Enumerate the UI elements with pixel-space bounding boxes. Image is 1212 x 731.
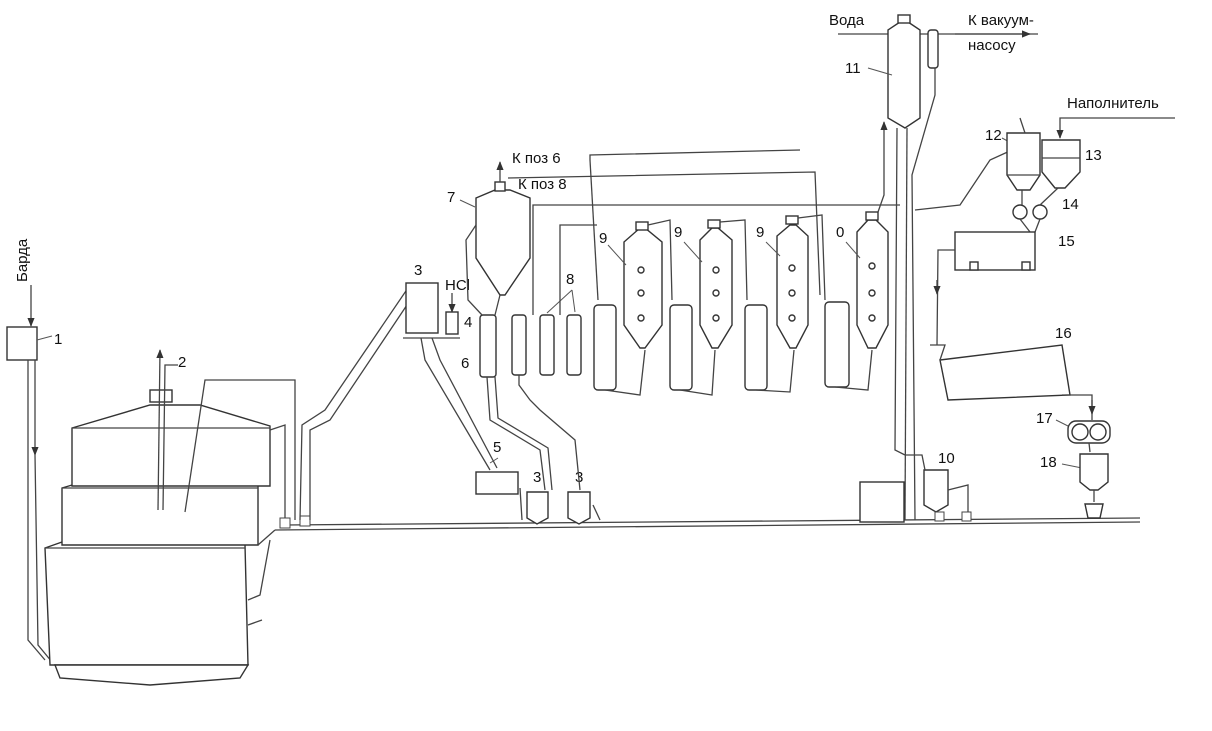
hoppers-12-13: Наполнитель 12 13 14: [985, 95, 1175, 233]
item-number-8: 8: [566, 271, 574, 288]
to-vacuum-label-2: насосу: [968, 37, 1016, 54]
tanks-3-bottom: 3 3: [519, 469, 601, 525]
feed-pipe-to-tank-3: [299, 284, 416, 521]
mixer-15: 15: [933, 231, 1075, 346]
tank-3-top: 3 HCl 4: [403, 262, 498, 471]
hcl-label: HCl: [445, 277, 470, 294]
item-number-17: 17: [1036, 410, 1053, 427]
item-number-13: 13: [1085, 147, 1102, 164]
item-number-2: 2: [178, 354, 186, 371]
item-number-9b: 9: [674, 224, 682, 241]
feed-tank-1: Барда 1: [6, 238, 62, 663]
item-number-9a: 9: [599, 230, 607, 247]
item-number-16: 16: [1055, 325, 1072, 342]
dryer-16: 16: [930, 325, 1096, 420]
evaporator-train-9: 9 9 9 0: [507, 121, 889, 396]
item-number-12: 12: [985, 127, 1002, 144]
to-pos6-label: К поз 6: [512, 150, 561, 167]
item-number-9d: 0: [836, 224, 844, 241]
condenser-11: Вода К вакуум- насосу 11: [829, 12, 1038, 521]
separator-7: 7 К поз 6 К поз 8: [447, 150, 567, 316]
item-number-3a: 3: [414, 262, 422, 279]
to-vacuum-label-1: К вакуум-: [968, 12, 1034, 29]
to-pos8-label: К поз 8: [518, 176, 567, 193]
item-number-1: 1: [54, 331, 62, 348]
item-number-10: 10: [938, 450, 955, 467]
item-number-18: 18: [1040, 454, 1057, 471]
item-number-9c: 9: [756, 224, 764, 241]
item-number-6: 6: [461, 355, 469, 372]
bagging-18: 18: [1040, 453, 1109, 519]
collector-10: 10: [859, 450, 972, 523]
item-number-3b: 3: [533, 469, 541, 486]
barda-label: Барда: [14, 238, 31, 282]
column-6: 6: [461, 314, 553, 491]
granulator-17: 17: [1036, 410, 1111, 453]
item-number-15: 15: [1058, 233, 1075, 250]
fermentation-vats-2: 2: [44, 349, 311, 686]
water-label: Вода: [829, 12, 865, 29]
item-number-7: 7: [447, 189, 455, 206]
filler-label: Наполнитель: [1067, 95, 1159, 112]
item-number-5: 5: [493, 439, 501, 456]
pump-5: 5: [475, 439, 519, 495]
item-number-4: 4: [464, 314, 472, 331]
item-number-11: 11: [845, 60, 861, 77]
heat-exchangers-8: 8: [511, 204, 900, 491]
item-number-14: 14: [1062, 196, 1079, 213]
main-pipeline: [274, 517, 1141, 531]
